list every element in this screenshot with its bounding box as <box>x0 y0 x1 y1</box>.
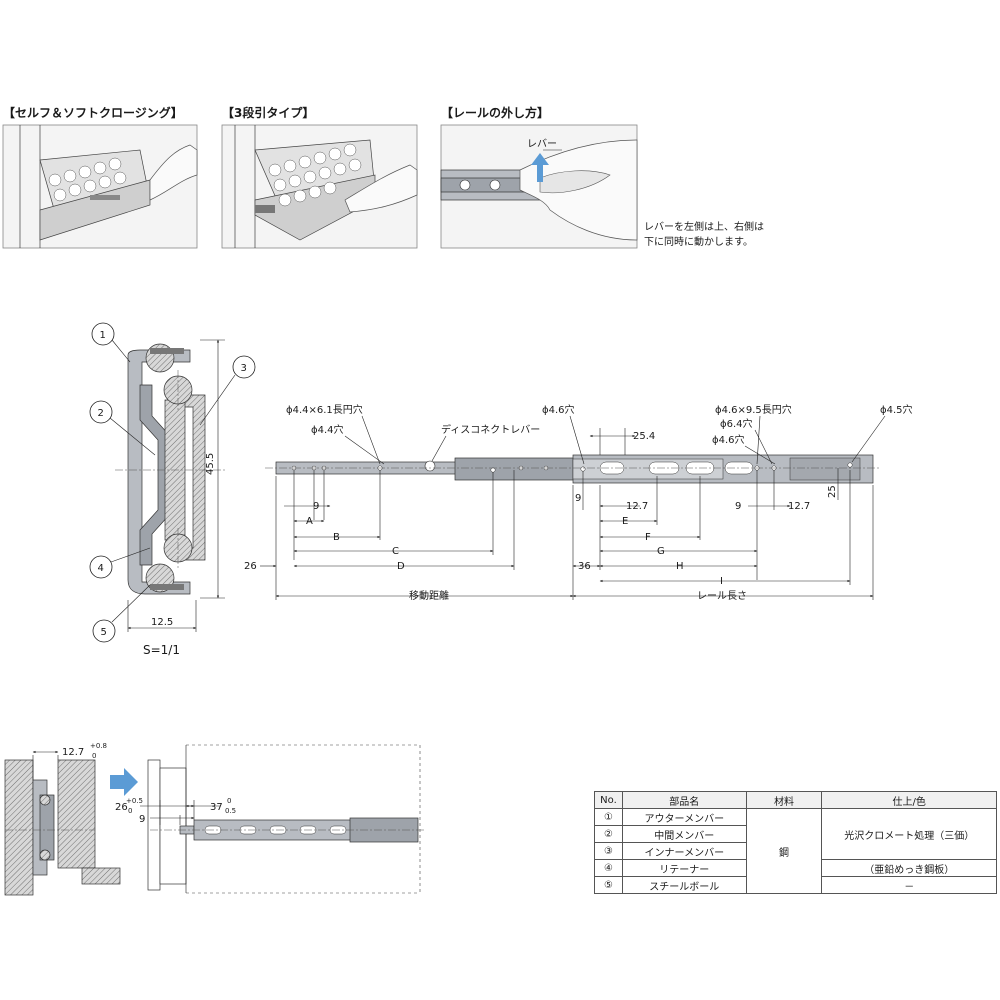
label-hole-64: ϕ6.4穴 <box>720 417 753 430</box>
removal-illustration <box>440 139 638 241</box>
dim-height: 45.5 <box>205 453 216 475</box>
tol-127-upper: +0.8 <box>90 742 107 750</box>
tol-37-lower: 0.5 <box>225 807 236 815</box>
removal-note-line2: 下に同時に動かします。 <box>644 235 753 248</box>
photo-self-soft-closing: 【セルフ＆ソフトクロージング】 <box>2 105 198 249</box>
up-arrow-icon <box>531 153 549 182</box>
handle-icon <box>90 195 120 200</box>
lever-label: レバー <box>527 138 557 150</box>
label-slot-hole-left: ϕ4.4×6.1長円穴 <box>286 403 363 416</box>
drawer-bottom <box>81 867 121 885</box>
disconnect-lever-icon <box>424 460 436 472</box>
finish-ball-cell: － <box>821 876 997 894</box>
retainer-top <box>150 348 184 354</box>
middle-member-shape <box>139 384 171 566</box>
dim-install-9: 9 <box>139 814 145 825</box>
material-cell: 鋼 <box>745 808 823 894</box>
dim-9-left: 9 <box>313 501 319 512</box>
hand-icon <box>149 144 198 201</box>
hand-icon <box>344 164 418 213</box>
svg-text:5: 5 <box>101 627 107 638</box>
dim-254: 25.4 <box>633 431 655 442</box>
callout-4: 4 <box>89 547 151 579</box>
label-hole-45: ϕ4.5穴 <box>880 403 913 416</box>
header-part-name: 部品名 <box>621 791 747 809</box>
dim-25: 25 <box>827 485 838 498</box>
dim-install-127: 12.7 <box>62 747 84 758</box>
caption-three-stage: 【3段引タイプ】 <box>222 105 314 120</box>
header-finish: 仕上/色 <box>821 791 997 809</box>
dim-9-right: 9 <box>735 501 741 512</box>
table-header-row: No. 部品名 材料 仕上/色 <box>594 791 997 809</box>
photo-removal: 【レールの外し方】 レバー <box>440 105 638 249</box>
insert-arrow-icon <box>110 768 138 796</box>
callout-3: 3 <box>199 355 256 426</box>
dim-width: 12.5 <box>151 617 173 628</box>
dim-install-26: 26 <box>115 802 128 813</box>
table-row: ③ インナーメンバー <box>594 842 997 860</box>
dim-26: 26 <box>244 561 257 572</box>
callout-2: 2 <box>89 400 156 456</box>
header-no: No. <box>594 791 623 809</box>
removal-note-line1: レバーを左側は上、右側は <box>644 220 764 233</box>
install-view: 12.7 +0.8 0 26 +0.5 0 9 37 0 0.5 <box>4 742 425 896</box>
dim-i: I <box>720 576 723 587</box>
table-row: ⑤ スチールボール － <box>594 876 997 894</box>
callout-5: 5 <box>92 584 151 643</box>
dim-36: 36 <box>578 561 591 572</box>
retainer-bottom <box>150 584 184 590</box>
dim-b: B <box>333 532 340 543</box>
caption-removal: 【レールの外し方】 <box>441 105 549 120</box>
dim-install-37: 37 <box>210 802 223 813</box>
finish-retainer-cell: （亜鉛めっき鋼板） <box>821 859 997 877</box>
label-hole-46-b: ϕ4.6穴 <box>712 433 745 446</box>
svg-text:3: 3 <box>241 363 247 374</box>
svg-text:1: 1 <box>100 330 106 341</box>
scale-label: S=1/1 <box>143 643 180 657</box>
drawer-illustration-1 <box>19 125 198 248</box>
dim-a: A <box>306 516 313 527</box>
dim-e: E <box>622 516 628 527</box>
label-slot-hole-right: ϕ4.6×9.5長円穴 <box>715 403 792 416</box>
header-material: 材料 <box>745 791 823 809</box>
table-row: ④ リテーナー （亜鉛めっき鋼板） <box>594 859 997 877</box>
dim-127-mid: 12.7 <box>626 501 648 512</box>
dim-127-right: 12.7 <box>788 501 810 512</box>
dim-c: C <box>392 546 399 557</box>
drawer-illustration-2 <box>234 125 418 248</box>
label-hole-44: ϕ4.4穴 <box>311 423 344 436</box>
side-view: ϕ4.4×6.1長円穴 ϕ4.4穴 ディスコネクトレバー ϕ4.6穴 25.4 … <box>244 403 913 602</box>
dim-g: G <box>657 546 665 557</box>
label-hole-46-a: ϕ4.6穴 <box>542 403 575 416</box>
label-rail-length: レール長さ <box>697 590 747 602</box>
cabinet-wall-left <box>4 759 34 896</box>
table-row: ① アウターメンバー 鋼 光沢クロメート処理（三価） <box>594 808 997 894</box>
photo-three-stage: 【3段引タイプ】 <box>221 105 418 249</box>
cross-section-view: 45.5 12.5 S=1/1 1 2 3 4 5 <box>89 322 256 657</box>
drawer-side-wall <box>57 759 96 869</box>
label-travel: 移動距離 <box>409 589 449 602</box>
label-disconnect-lever: ディスコネクトレバー <box>441 423 540 436</box>
parts-table: No. 部品名 材料 仕上/色 ① アウターメンバー 鋼 光沢クロメート処理（三… <box>594 791 997 894</box>
tol-26-upper: +0.5 <box>126 797 143 805</box>
dim-h: H <box>676 561 684 572</box>
rail-end-icon <box>255 205 275 213</box>
drawer-front <box>147 759 161 891</box>
outer-member-shape <box>127 349 191 595</box>
hand-icon <box>519 139 638 241</box>
tol-127-lower: 0 <box>92 752 96 760</box>
dim-d: D <box>397 561 405 572</box>
svg-text:2: 2 <box>98 408 104 419</box>
tol-37-upper: 0 <box>227 797 231 805</box>
caption-self-soft-closing: 【セルフ＆ソフトクロージング】 <box>3 105 183 120</box>
tol-26-lower: 0 <box>128 807 132 815</box>
finish-main-cell: 光沢クロメート処理（三価） <box>821 808 997 860</box>
callout-1: 1 <box>91 322 131 363</box>
middle-member-side <box>454 457 576 481</box>
dim-9-mid: 9 <box>575 493 581 504</box>
dim-f: F <box>645 532 651 543</box>
finger-icon <box>539 170 611 194</box>
svg-text:4: 4 <box>98 563 104 574</box>
